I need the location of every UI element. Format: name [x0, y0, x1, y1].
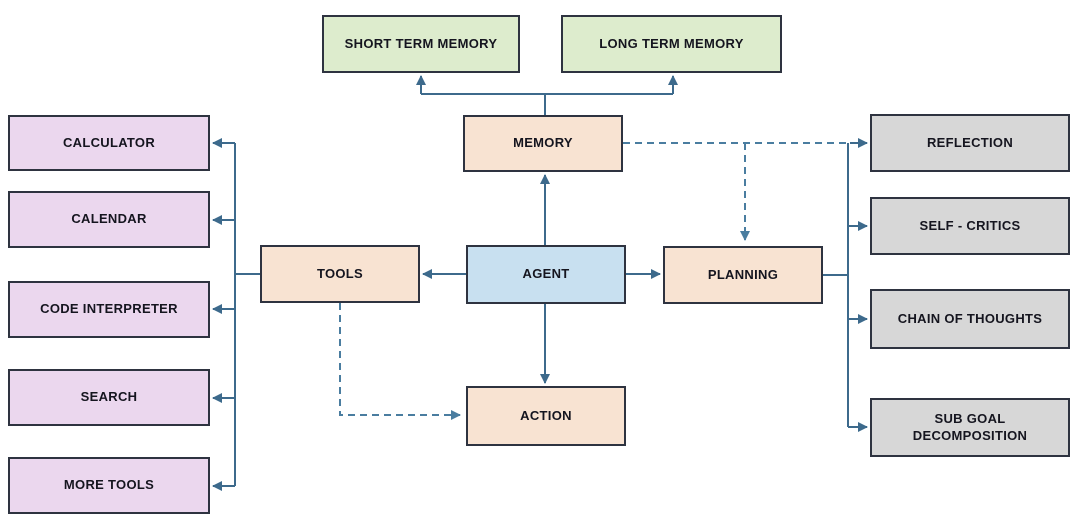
- node-label: LONG TERM MEMORY: [599, 35, 744, 51]
- node-label: MEMORY: [513, 135, 573, 151]
- node-label: CALCULATOR: [62, 134, 156, 150]
- solid-connectors: [212, 75, 868, 491]
- node-calculator: CALCULATOR: [8, 115, 210, 171]
- node-memory: MEMORY: [463, 115, 623, 172]
- node-long-term-memory: LONG TERM MEMORY: [561, 15, 782, 73]
- node-tools: TOOLS: [260, 245, 420, 303]
- node-label: SEARCH: [80, 389, 138, 405]
- node-label: ACTION: [520, 407, 572, 423]
- dashed-connectors: [339, 142, 850, 420]
- node-more-tools: MORE TOOLS: [8, 457, 210, 514]
- node-label: CHAIN OF THOUGHTS: [897, 310, 1043, 326]
- node-label: TOOLS: [316, 265, 364, 281]
- node-label: SUB GOAL DECOMPOSITION: [912, 410, 1028, 443]
- node-label: CALENDAR: [71, 211, 147, 227]
- node-label: PLANNING: [707, 266, 779, 282]
- node-label: SHORT TERM MEMORY: [344, 35, 498, 51]
- node-label: REFLECTION: [926, 134, 1014, 150]
- node-self-critics: SELF - CRITICS: [870, 197, 1070, 255]
- node-label: SELF - CRITICS: [919, 217, 1021, 233]
- node-sub-goal-decomposition: SUB GOAL DECOMPOSITION: [870, 398, 1070, 457]
- node-planning: PLANNING: [663, 246, 823, 304]
- node-label: AGENT: [522, 266, 570, 282]
- node-agent: AGENT: [466, 245, 626, 304]
- node-action: ACTION: [466, 386, 626, 446]
- node-code-interpreter: CODE INTERPRETER: [8, 281, 210, 338]
- node-search: SEARCH: [8, 369, 210, 426]
- node-label: CODE INTERPRETER: [40, 301, 178, 317]
- node-short-term-memory: SHORT TERM MEMORY: [322, 15, 520, 73]
- node-label: MORE TOOLS: [63, 477, 155, 493]
- node-chain-of-thoughts: CHAIN OF THOUGHTS: [870, 289, 1070, 349]
- dashed-arrow-tools-to-action: [339, 303, 461, 420]
- node-reflection: REFLECTION: [870, 114, 1070, 172]
- node-calendar: CALENDAR: [8, 191, 210, 248]
